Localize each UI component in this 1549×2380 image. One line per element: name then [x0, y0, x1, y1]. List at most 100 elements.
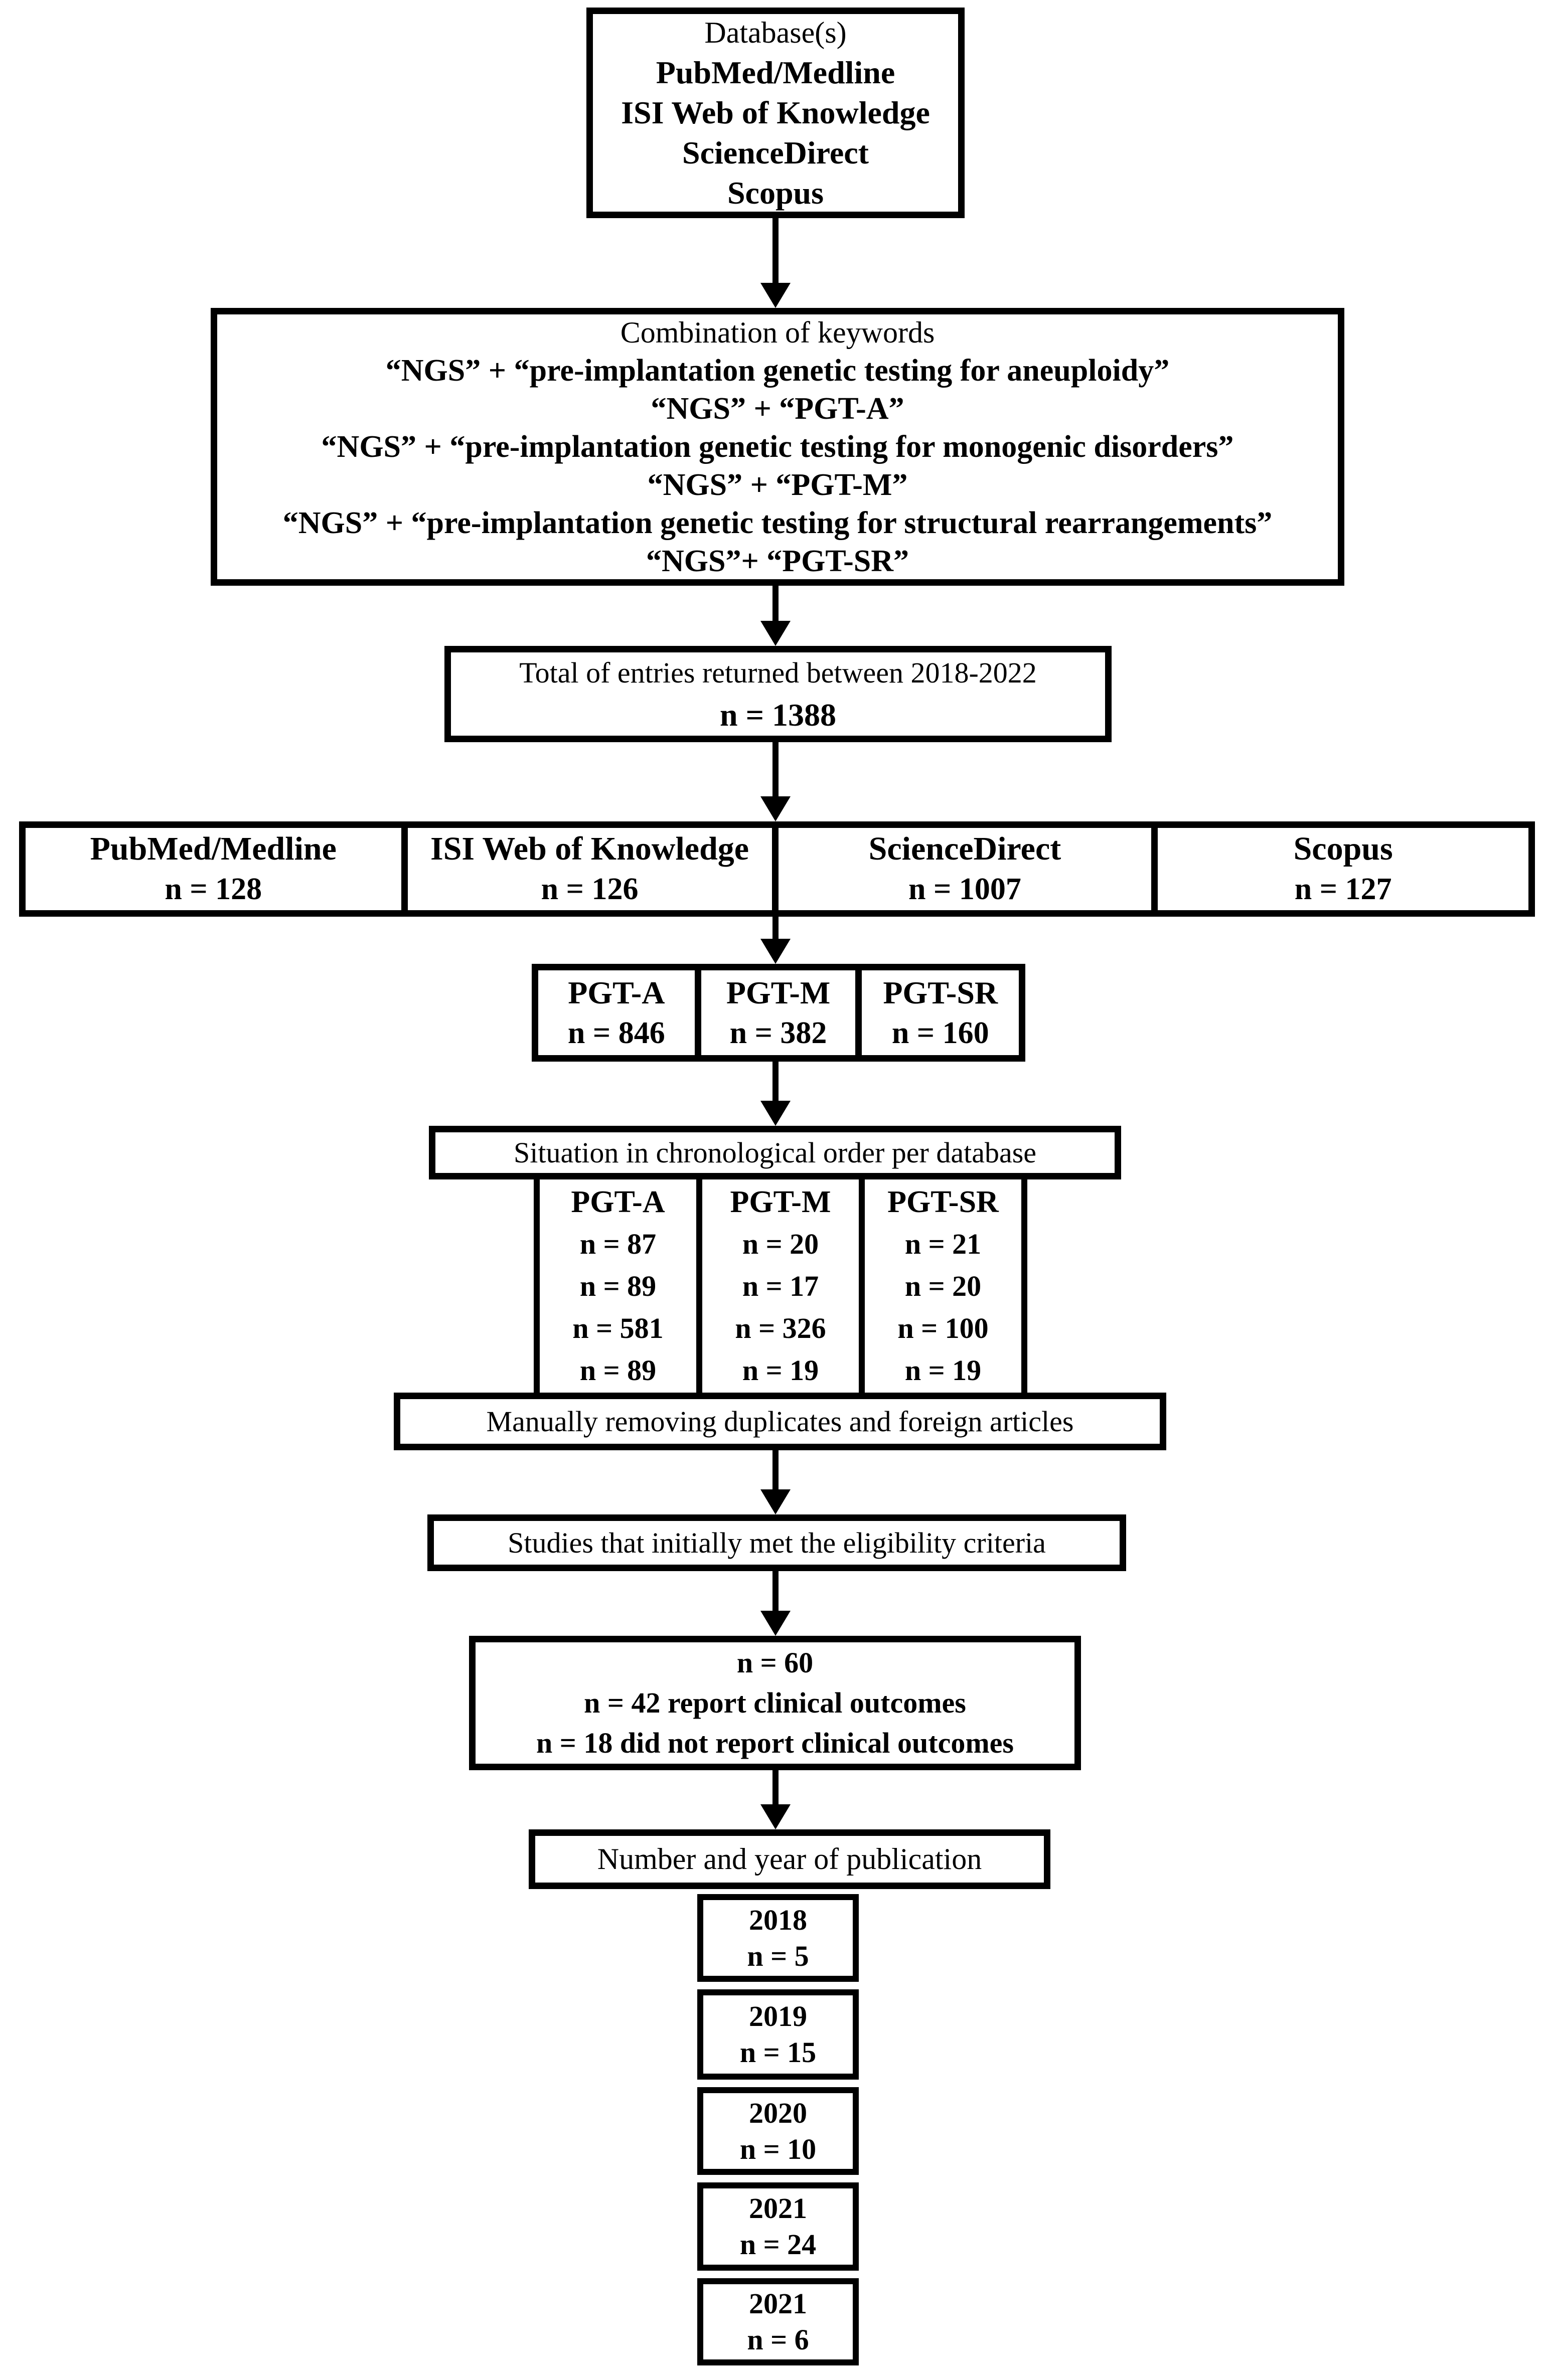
total-entries-box: Total of entries returned between 2018-2… [444, 646, 1112, 742]
year-box-2018: 2018 n = 5 [697, 1894, 859, 1982]
arrowhead [760, 1101, 791, 1126]
database-item: ISI Web of Knowledge [621, 95, 930, 130]
year-box-2019: 2019 n = 15 [697, 1989, 859, 2080]
db-cell-isi: ISI Web of Knowledge n = 126 [408, 828, 779, 910]
col-value: n = 100 [897, 1311, 989, 1344]
arrowhead [760, 1804, 791, 1829]
col-value: n = 19 [904, 1353, 982, 1387]
col-value: n = 21 [904, 1227, 982, 1260]
db-cell-pubmed: PubMed/Medline n = 128 [26, 828, 408, 910]
arrowhead [760, 939, 791, 964]
keyword-line: “NGS” + “pre-implantation genetic testin… [385, 354, 1170, 388]
dedup-text: Manually removing duplicates and foreign… [486, 1405, 1074, 1438]
pgt-cell-count: n = 160 [891, 1015, 989, 1050]
col-value: n = 89 [579, 1353, 657, 1387]
included-line: n = 42 report clinical outcomes [584, 1686, 966, 1719]
col-value: n = 326 [735, 1311, 826, 1344]
chronological-columns: PGT-A n = 87 n = 89 n = 581 n = 89 PGT-M… [534, 1179, 1027, 1393]
included-box: n = 60 n = 42 report clinical outcomes n… [469, 1636, 1081, 1770]
year-label: 2018 [749, 1903, 807, 1936]
keyword-line: “NGS”+ “PGT-SR” [646, 544, 909, 578]
year-count: n = 15 [739, 2036, 817, 2069]
pgt-cell-sr: PGT-SR n = 160 [862, 970, 1019, 1055]
year-box-2021b: 2021 n = 6 [697, 2278, 859, 2365]
keyword-line: “NGS” + “PGT-M” [647, 468, 908, 502]
col-value: n = 87 [579, 1227, 657, 1260]
year-count: n = 5 [747, 1939, 809, 1972]
year-box-2021: 2021 n = 24 [697, 2182, 859, 2271]
publication-heading: Number and year of publication [597, 1842, 982, 1876]
keyword-line: “NGS” + “pre-implantation genetic testin… [321, 430, 1234, 464]
keyword-line: “NGS” + “pre-implantation genetic testin… [282, 506, 1273, 540]
pgt-cell-name: PGT-SR [883, 974, 998, 1010]
arrowhead [760, 283, 791, 308]
arrow-databases-row-to-pgt [772, 917, 779, 941]
col-value: n = 20 [904, 1269, 982, 1302]
year-box-2020: 2020 n = 10 [697, 2087, 859, 2175]
database-item: ScienceDirect [682, 135, 869, 171]
db-cell-sciencedirect: ScienceDirect n = 1007 [779, 828, 1158, 910]
eligibility-text: Studies that initially met the eligibili… [508, 1526, 1046, 1559]
year-count: n = 6 [747, 2323, 809, 2356]
publication-box: Number and year of publication [529, 1829, 1050, 1889]
col-value: n = 17 [742, 1269, 819, 1302]
chronological-col-pgtsr: PGT-SR n = 21 n = 20 n = 100 n = 19 [865, 1179, 1021, 1393]
year-count: n = 10 [739, 2132, 817, 2165]
included-line: n = 60 [736, 1646, 814, 1679]
chronological-col-pgta: PGT-A n = 87 n = 89 n = 581 n = 89 [540, 1179, 702, 1393]
pgt-totals-row: PGT-A n = 846 PGT-M n = 382 PGT-SR n = 1… [532, 964, 1025, 1062]
db-cell-name: Scopus [1293, 830, 1393, 867]
arrow-eligibility-to-included [772, 1571, 779, 1613]
year-label: 2021 [749, 2192, 807, 2225]
pgt-cell-a: PGT-A n = 846 [538, 970, 701, 1055]
db-cell-name: ScienceDirect [868, 830, 1061, 867]
arrow-pgt-to-chronological [772, 1062, 779, 1103]
pgt-cell-count: n = 382 [729, 1015, 827, 1050]
col-header: PGT-SR [887, 1184, 999, 1219]
db-cell-count: n = 1007 [908, 872, 1021, 906]
col-value: n = 19 [742, 1353, 819, 1387]
col-header: PGT-A [571, 1184, 665, 1219]
chronological-heading: Situation in chronological order per dat… [513, 1136, 1037, 1169]
total-entries-text: Total of entries returned between 2018-2… [519, 656, 1037, 689]
database-item: Scopus [727, 175, 824, 211]
databases-box: Database(s) PubMed/Medline ISI Web of Kn… [586, 8, 965, 218]
keywords-box: Combination of keywords “NGS” + “pre-imp… [211, 308, 1344, 586]
col-value: n = 20 [742, 1227, 819, 1260]
year-count: n = 24 [739, 2228, 817, 2261]
db-cell-count: n = 128 [165, 872, 262, 906]
arrow-included-to-publication [772, 1770, 779, 1806]
database-results-row: PubMed/Medline n = 128 ISI Web of Knowle… [19, 821, 1535, 917]
keyword-line: “NGS” + “PGT-A” [651, 392, 904, 426]
arrow-dedup-to-eligibility [772, 1450, 779, 1491]
db-cell-name: PubMed/Medline [90, 830, 337, 867]
col-value: n = 581 [572, 1311, 664, 1344]
database-item: PubMed/Medline [656, 55, 895, 90]
pgt-cell-name: PGT-M [726, 974, 831, 1010]
dedup-box: Manually removing duplicates and foreign… [394, 1393, 1166, 1450]
db-cell-count: n = 127 [1294, 872, 1392, 906]
arrowhead [760, 1489, 791, 1514]
arrowhead [760, 1611, 791, 1636]
pgt-cell-name: PGT-A [568, 974, 665, 1010]
year-label: 2021 [749, 2287, 807, 2320]
year-label: 2019 [749, 2000, 807, 2032]
keywords-heading: Combination of keywords [620, 316, 935, 349]
db-cell-scopus: Scopus n = 127 [1158, 828, 1528, 910]
arrow-total-to-databases-row [772, 742, 779, 798]
arrow-keywords-to-total [772, 586, 779, 623]
chronological-col-pgtm: PGT-M n = 20 n = 17 n = 326 n = 19 [702, 1179, 865, 1393]
col-header: PGT-M [730, 1184, 831, 1219]
eligibility-box: Studies that initially met the eligibili… [427, 1514, 1126, 1571]
arrowhead [760, 621, 791, 646]
arrowhead [760, 796, 791, 821]
year-label: 2020 [749, 2096, 807, 2129]
arrow-databases-to-keywords [772, 218, 779, 284]
pgt-cell-count: n = 846 [567, 1015, 665, 1050]
chronological-heading-box: Situation in chronological order per dat… [429, 1126, 1121, 1179]
pgt-cell-m: PGT-M n = 382 [701, 970, 862, 1055]
col-value: n = 89 [579, 1269, 657, 1302]
db-cell-name: ISI Web of Knowledge [430, 830, 749, 867]
total-entries-count: n = 1388 [719, 697, 837, 733]
